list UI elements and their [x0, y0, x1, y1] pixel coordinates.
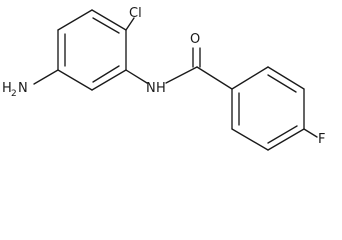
atom-fluorine: F: [318, 132, 325, 147]
bond: [231, 66, 269, 90]
bond: [231, 128, 269, 151]
atom-amine-nitrogen: N: [18, 81, 28, 96]
bond-c-cl: [125, 17, 135, 31]
bond-inner: [92, 17, 120, 34]
fluorophenyl-ring: [231, 66, 305, 151]
bond: [57, 9, 93, 31]
bond-carbonyl-ring: [196, 66, 233, 90]
bond-nh-carbonyl: [165, 66, 198, 84]
atom-chlorine: Cl: [129, 6, 142, 21]
chemical-structure: Cl O N H H 2 N F: [2, 6, 325, 151]
bond: [267, 66, 305, 90]
atom-amide-hydrogen: H: [156, 81, 166, 96]
bond-inner: [267, 74, 297, 93]
aminochlorophenyl-ring: [57, 9, 127, 91]
bond-inner: [92, 65, 120, 83]
bond-c-nh2: [33, 69, 59, 85]
bond: [91, 9, 127, 31]
bond-c-nh: [125, 69, 148, 84]
bond: [57, 69, 93, 91]
atom-amine-hydrogen: H: [2, 81, 12, 96]
bond: [267, 128, 305, 151]
atom-amide-nitrogen: N: [146, 81, 156, 96]
atom-amine-subscript: 2: [11, 89, 17, 99]
atom-oxygen: O: [190, 32, 200, 47]
bond-c-f: [303, 128, 318, 138]
bond: [91, 69, 127, 91]
bond-inner: [267, 125, 298, 144]
